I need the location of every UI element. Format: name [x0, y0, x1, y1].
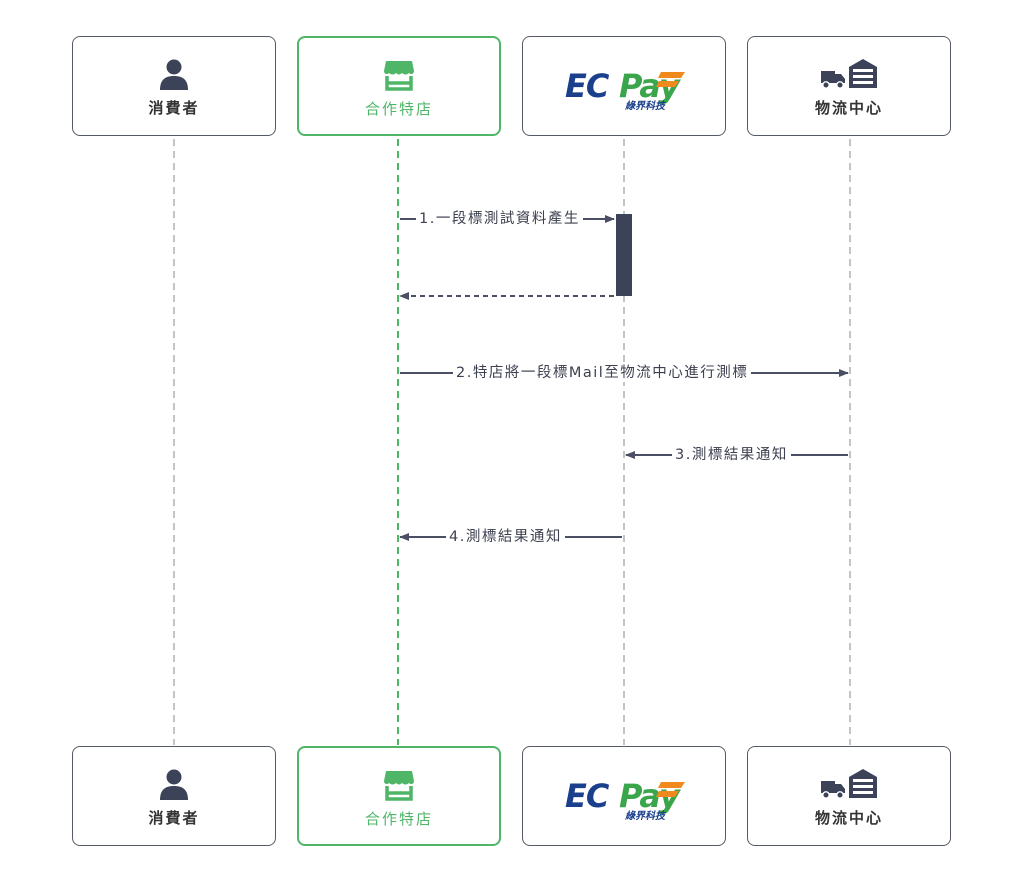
ecpay-logo: EC Pay 綠界科技 [565, 777, 685, 821]
truck-warehouse-icon [748, 57, 950, 91]
message-4-label: 4.測標結果通知 [446, 528, 565, 546]
store-icon [299, 768, 499, 802]
activation-bar-ecpay [616, 214, 632, 296]
logo-subtext: 綠界科技 [625, 100, 667, 111]
participant-label: 合作特店 [364, 810, 433, 828]
message-2-label: 2.特店將一段標Mail至物流中心進行測標 [453, 364, 752, 382]
message-1-label: 1.一段標測試資料產生 [416, 210, 583, 228]
participant-consumer-top: 消費者 [72, 36, 276, 136]
logo-text-ec: EC [565, 67, 610, 105]
participant-logistics-bottom: 物流中心 [747, 746, 951, 846]
participant-label: 物流中心 [814, 809, 883, 827]
participant-label: 合作特店 [364, 100, 433, 118]
participant-label: 消費者 [148, 809, 200, 827]
ecpay-logo: EC Pay 綠界科技 [565, 67, 685, 111]
participant-ecpay-top: EC Pay 綠界科技 [522, 36, 726, 136]
store-icon [299, 58, 499, 92]
person-icon [73, 767, 275, 801]
person-icon [73, 57, 275, 91]
truck-warehouse-icon [748, 767, 950, 801]
message-3-label: 3.測標結果通知 [672, 446, 791, 464]
participant-logistics-top: 物流中心 [747, 36, 951, 136]
participant-merchant-bottom: 合作特店 [297, 746, 501, 846]
participant-ecpay-bottom: EC Pay 綠界科技 [522, 746, 726, 846]
participant-label: 消費者 [148, 99, 200, 117]
logo-text-ec: EC [565, 777, 610, 815]
participant-label: 物流中心 [814, 99, 883, 117]
participant-merchant-top: 合作特店 [297, 36, 501, 136]
participant-consumer-bottom: 消費者 [72, 746, 276, 846]
logo-subtext: 綠界科技 [625, 810, 667, 821]
